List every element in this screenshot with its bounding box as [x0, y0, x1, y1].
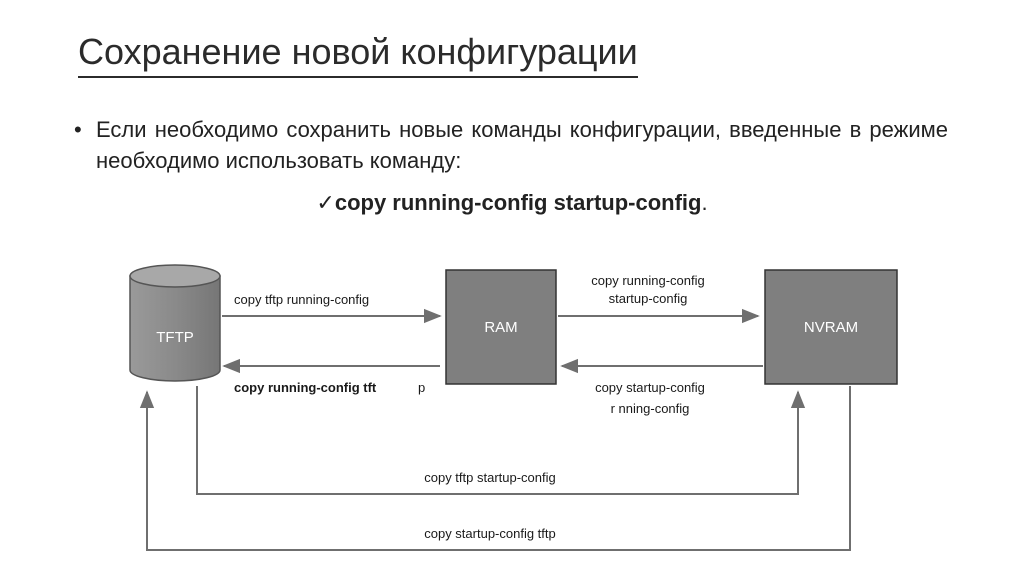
nvram-label: NVRAM	[804, 319, 858, 336]
check-icon: ✓	[316, 190, 335, 215]
command-text: copy running-config startup-config	[334, 190, 702, 215]
command-line: ✓copy running-config startup-config.	[0, 190, 1024, 216]
label-tftp-to-ram: copy tftp running-config	[234, 292, 369, 307]
arrow-tftp-to-nvram	[196, 386, 806, 495]
label-nvram-to-ram-1: copy startup-config	[595, 380, 705, 395]
ram-label: RAM	[484, 319, 517, 336]
label-ram-to-nvram-1: copy running-config	[591, 273, 704, 288]
command-suffix: .	[701, 190, 708, 215]
label-ram-to-tftp: copy running-config tft	[234, 380, 377, 395]
ram-node: RAM	[445, 269, 557, 385]
tftp-server-icon: TFTP	[129, 264, 221, 382]
label-ram-to-nvram-2: startup-config	[609, 291, 688, 306]
arrow-nvram-to-tftp	[139, 386, 851, 551]
label-nvram-to-tftp: copy startup-config tftp	[424, 526, 556, 541]
nvram-node: NVRAM	[764, 269, 898, 385]
page-title: Сохранение новой конфигурации	[78, 28, 638, 78]
bullet-text: Если необходимо сохранить новые команды …	[96, 117, 948, 173]
label-ram-to-tftp-tail: p	[418, 380, 425, 395]
label-tftp-to-nvram: copy tftp startup-config	[424, 470, 556, 485]
bullet-item: • Если необходимо сохранить новые команд…	[74, 114, 948, 176]
tftp-label: TFTP	[156, 329, 194, 346]
bullet-marker: •	[74, 117, 82, 142]
label-nvram-to-ram-2: r nning-config	[611, 401, 690, 416]
